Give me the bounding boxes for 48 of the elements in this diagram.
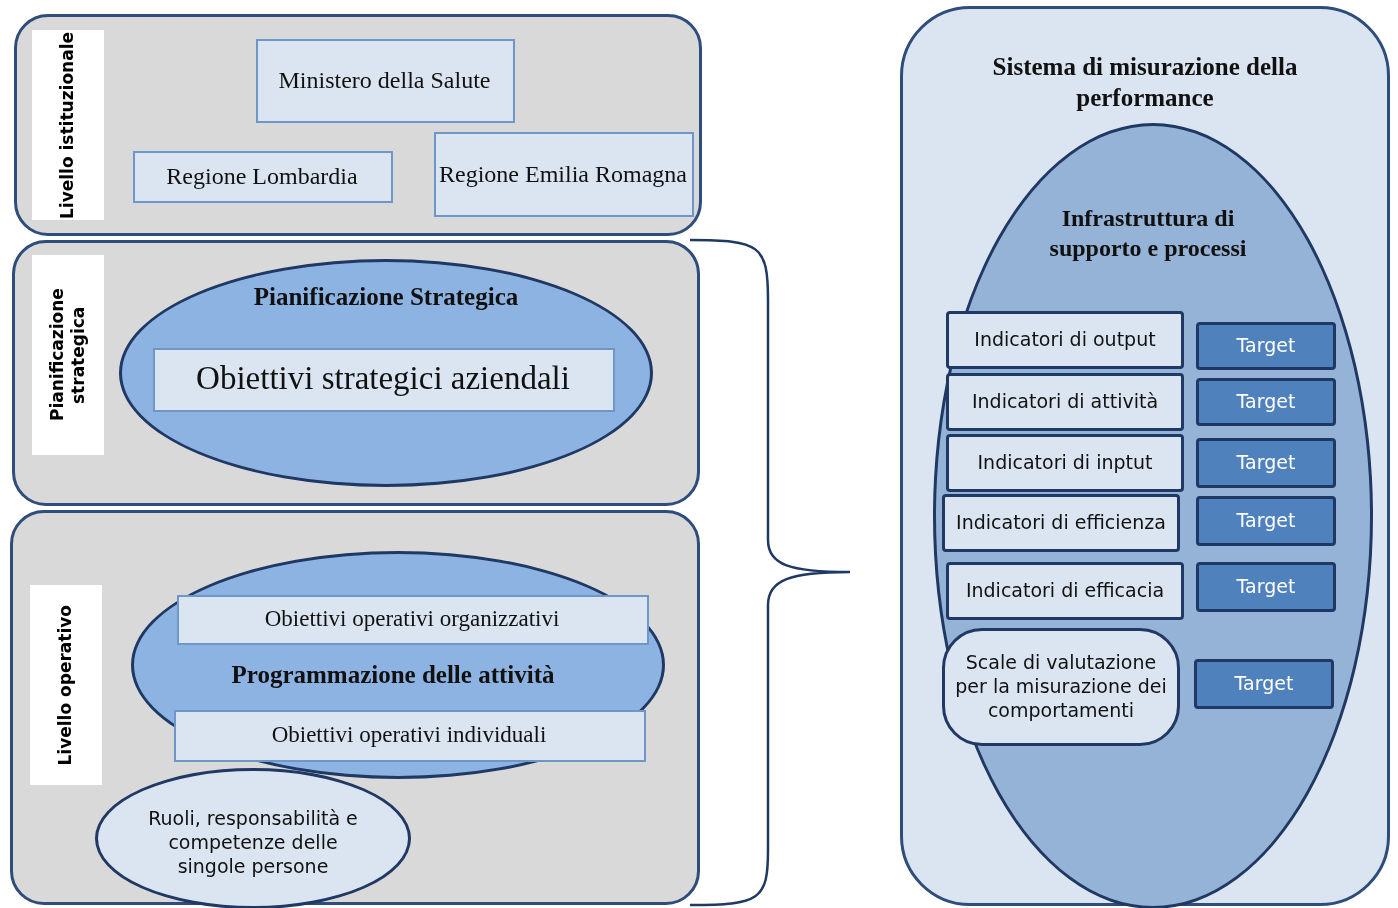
system-panel xyxy=(900,6,1390,906)
entity-box xyxy=(434,132,694,217)
target-box xyxy=(1196,496,1336,546)
box-label: Indicatori di attività xyxy=(970,389,1160,415)
indicator-box xyxy=(946,311,1184,369)
target-box xyxy=(1196,562,1336,612)
ellipse-title: Pianificazione Strategica xyxy=(252,282,520,313)
target-box xyxy=(1196,322,1336,370)
indicator-box xyxy=(946,562,1184,620)
objective-box xyxy=(174,710,646,762)
level-label: Pianificazione strategica xyxy=(32,255,104,455)
target-label: Target xyxy=(1235,450,1297,476)
target-box xyxy=(1194,659,1334,709)
entity-box xyxy=(256,39,515,123)
target-label: Target xyxy=(1235,333,1297,359)
ellipse-title: Infrastruttura di supporto e processi xyxy=(1048,204,1248,263)
objective-box xyxy=(177,595,649,645)
target-label: Target xyxy=(1235,389,1297,415)
indicator-box xyxy=(942,494,1180,552)
box-label: Indicatori di inptut xyxy=(976,450,1154,476)
target-label: Target xyxy=(1233,671,1295,697)
box-label: Scale di valutazione per la misurazione dei comportamenti xyxy=(954,650,1168,723)
entity-box xyxy=(133,151,393,203)
indicator-box xyxy=(946,373,1184,431)
indicator-box xyxy=(942,628,1180,746)
box-label: Obiettivi strategici aziendali xyxy=(195,359,571,399)
ellipse-label: Ruoli, responsabilità e competenze delle singole persone xyxy=(147,806,359,879)
box-label: Indicatori di efficacia xyxy=(964,578,1166,604)
level-panel xyxy=(10,510,700,905)
level-label: Livello istituzionale xyxy=(32,30,104,220)
objective-box xyxy=(153,348,615,412)
target-box xyxy=(1196,438,1336,488)
box-label: Indicatori di output xyxy=(973,327,1157,353)
box-label: Obiettivi operativi organizzativi xyxy=(263,604,561,633)
ellipse-title: Programmazione delle attività xyxy=(230,660,556,691)
level-panel xyxy=(12,240,700,506)
level-label: Livello operativo xyxy=(30,585,102,785)
box-label: Obiettivi operativi individuali xyxy=(270,720,548,749)
level-panel xyxy=(14,14,702,236)
target-label: Target xyxy=(1235,574,1297,600)
box-label: Regione Emilia Romagna xyxy=(438,159,688,189)
panel-title: Sistema di misurazione della performance xyxy=(991,51,1299,113)
indicator-box xyxy=(946,434,1184,492)
box-label: Indicatori di efficienza xyxy=(955,510,1167,536)
target-box xyxy=(1196,378,1336,426)
target-label: Target xyxy=(1235,508,1297,534)
box-label: Regione Lombardia xyxy=(165,162,359,191)
box-label: Ministero della Salute xyxy=(277,66,492,95)
